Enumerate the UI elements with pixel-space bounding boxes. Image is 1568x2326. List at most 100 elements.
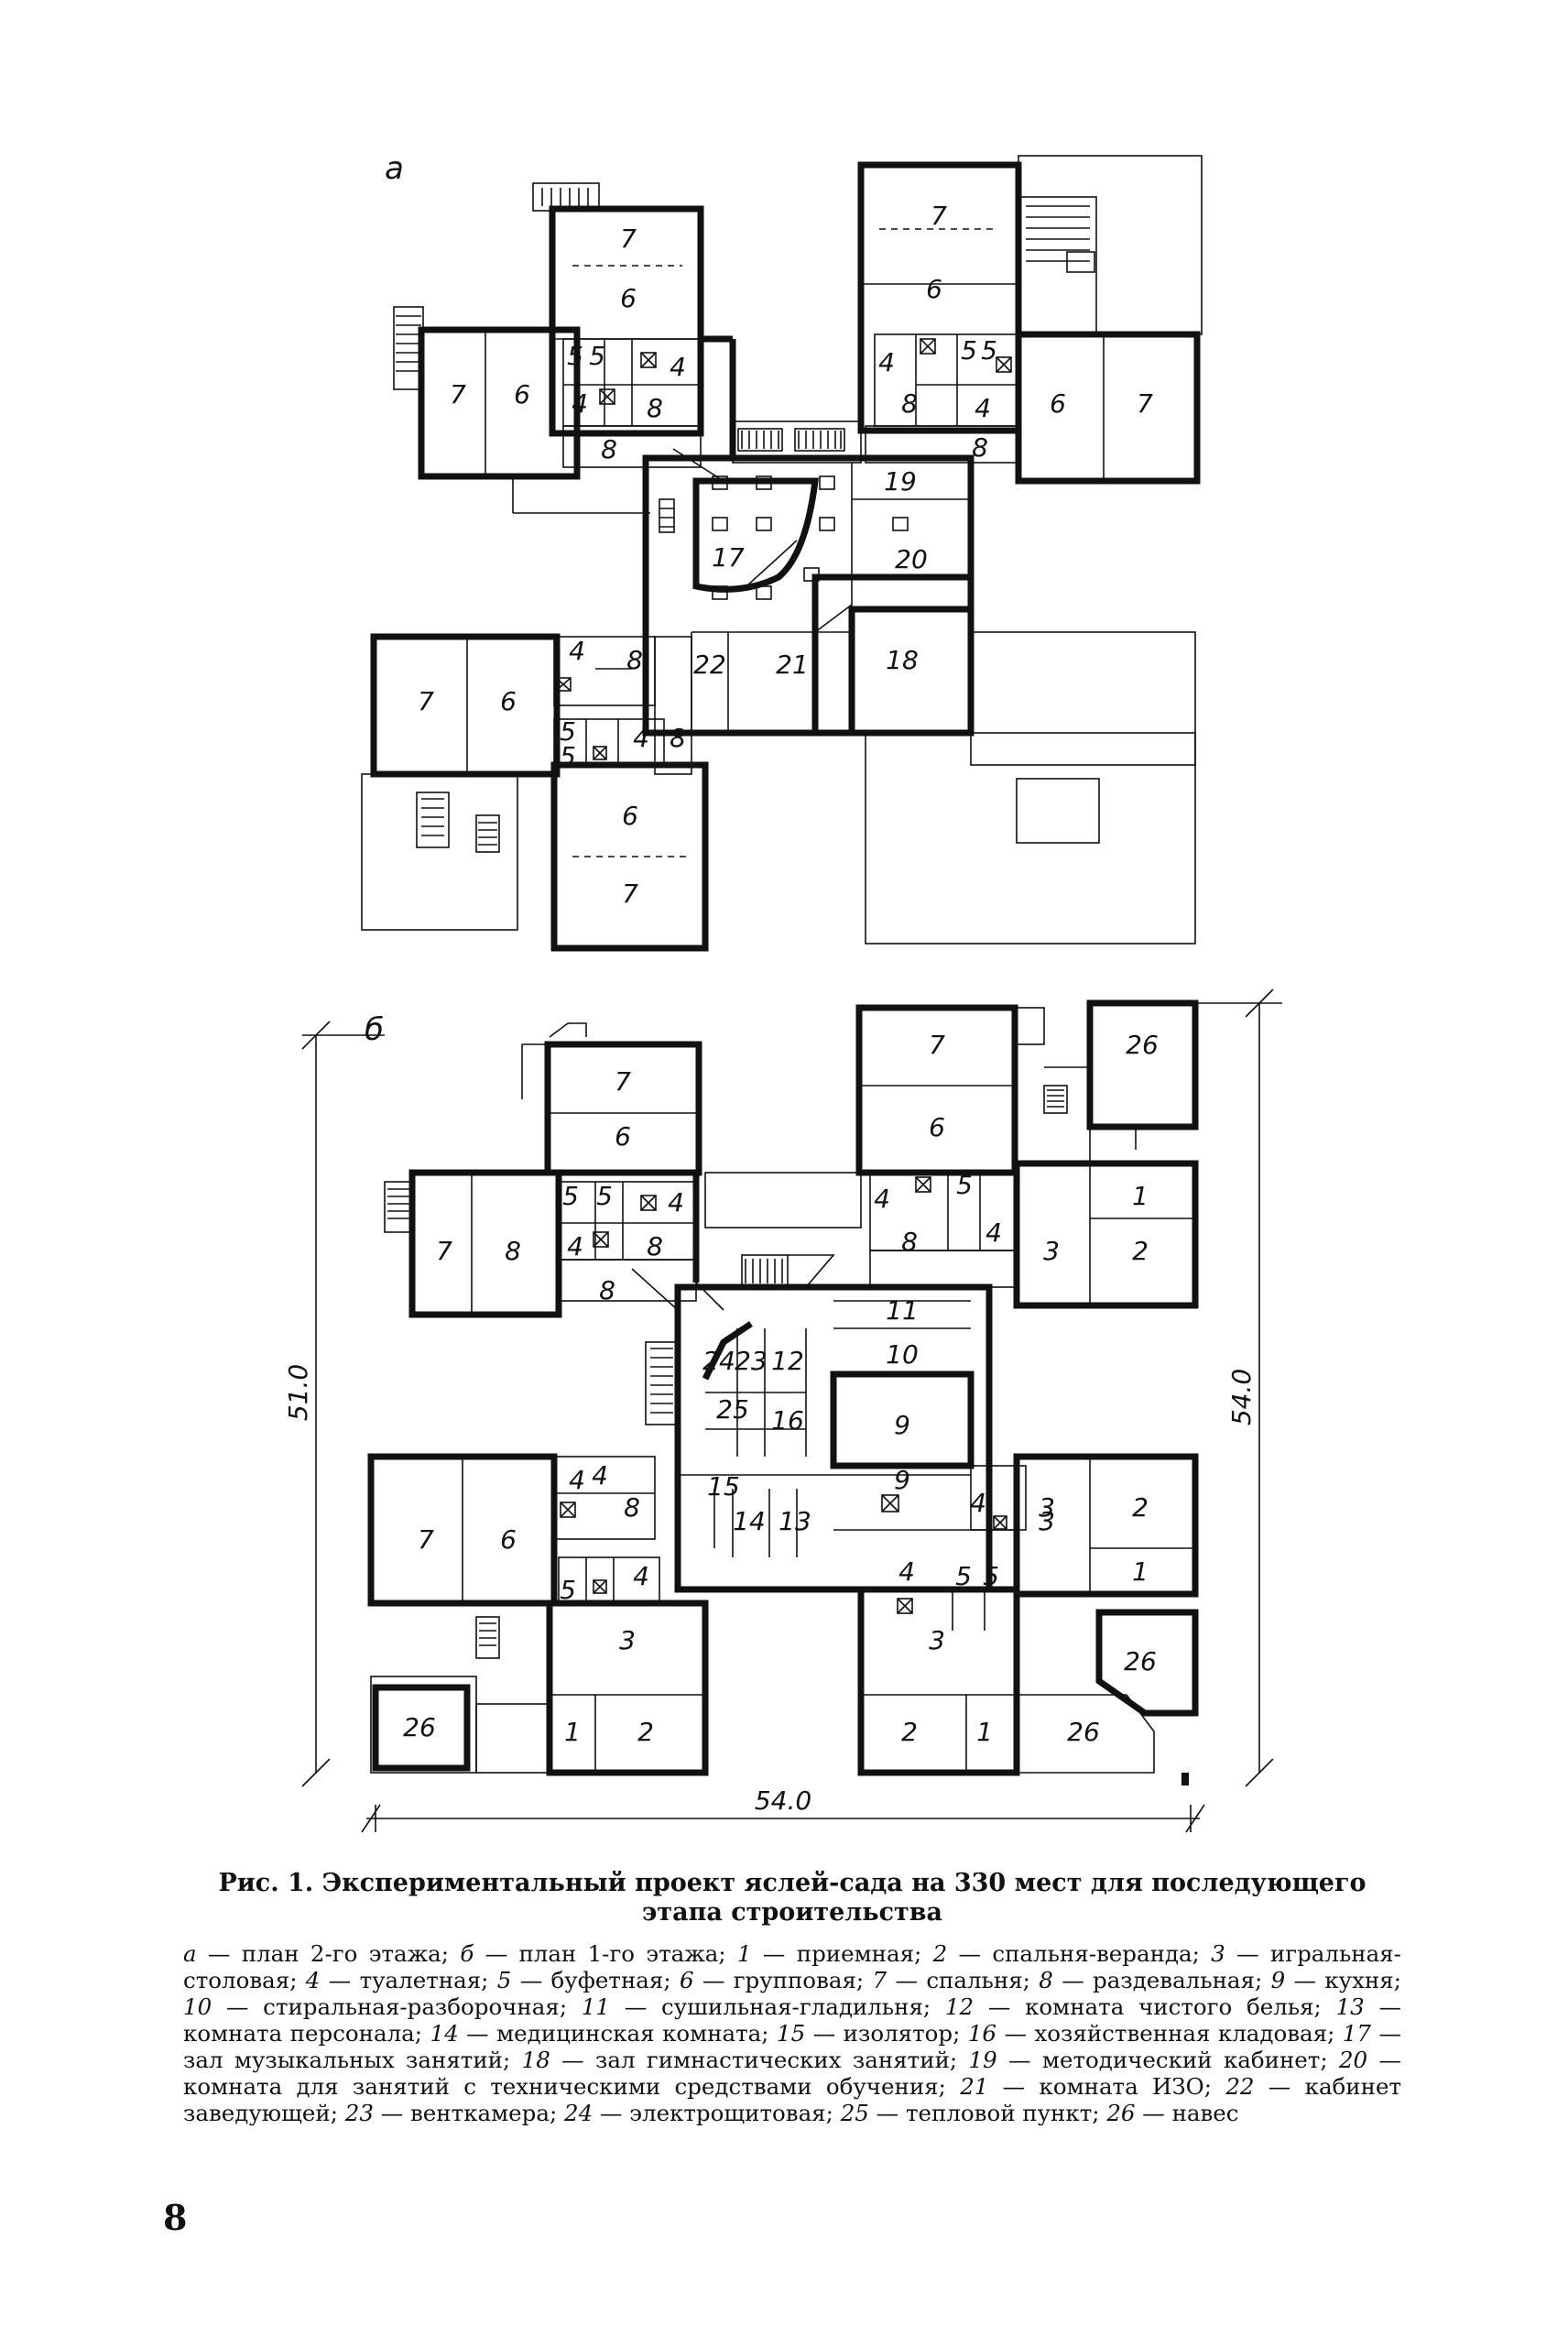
legend-text: приемная; <box>796 1940 922 1967</box>
svg-text:8: 8 <box>901 388 918 419</box>
plan-b-room-labels: 7 6 7 6 26 5 5 4 5 1 7 8 4 8 4 8 4 3 2 8… <box>403 1030 1159 1747</box>
legend-text: спальня; <box>926 1967 1030 1993</box>
svg-text:7: 7 <box>620 224 637 254</box>
svg-text:3: 3 <box>1039 1492 1055 1523</box>
legend-entry: а — план 2-го этажа; <box>183 1940 449 1967</box>
svg-text:4: 4 <box>898 1556 915 1587</box>
legend-key: 25 <box>840 2100 869 2126</box>
svg-text:6: 6 <box>514 379 530 410</box>
legend-entry: 26 — навес <box>1106 2100 1239 2126</box>
legend-key: 4 <box>305 1967 321 1993</box>
svg-text:9: 9 <box>894 1465 910 1495</box>
legend-entry: 18 — зал гимнастических занятий; <box>521 2047 958 2073</box>
svg-text:6: 6 <box>1050 388 1066 419</box>
svg-text:5: 5 <box>983 1561 999 1591</box>
svg-text:8: 8 <box>901 1227 918 1257</box>
svg-text:4: 4 <box>670 352 686 382</box>
legend-entry: 10 — стиральная-разборочная; <box>183 1993 568 2020</box>
svg-text:21: 21 <box>776 650 809 680</box>
svg-text:8: 8 <box>647 1231 663 1261</box>
svg-text:5: 5 <box>560 741 576 771</box>
svg-text:7: 7 <box>418 686 434 716</box>
svg-text:24: 24 <box>702 1346 735 1376</box>
legend-key: 22 <box>1225 2073 1255 2100</box>
svg-text:8: 8 <box>647 393 663 423</box>
figure-legend: а — план 2-го этажа; б — план 1-го этажа… <box>183 1940 1401 2126</box>
legend-key: 19 <box>968 2047 997 2073</box>
legend-key: 10 <box>183 1993 212 2020</box>
legend-key: 2 <box>932 1940 948 1967</box>
svg-text:8: 8 <box>601 434 617 464</box>
legend-key: 5 <box>496 1967 512 1993</box>
legend-text: комната чистого белья; <box>1025 1993 1322 2020</box>
legend-entry: 9 — кухня; <box>1270 1967 1401 1993</box>
legend-key: 11 <box>581 1993 611 2020</box>
legend-text: навес <box>1171 2100 1239 2126</box>
svg-text:5: 5 <box>560 1575 576 1605</box>
legend-entry: 6 — групповая; <box>679 1967 865 1993</box>
legend-entry: 17 — зал музыкальных занятий; <box>183 2020 1401 2073</box>
svg-text:5: 5 <box>955 1561 972 1591</box>
svg-text:4: 4 <box>668 1187 684 1218</box>
svg-text:6: 6 <box>622 801 638 831</box>
svg-text:2: 2 <box>901 1717 918 1747</box>
svg-text:8: 8 <box>670 723 686 753</box>
legend-entry: 12 — комната чистого белья; <box>944 1993 1322 2020</box>
svg-text:7: 7 <box>1137 388 1153 419</box>
dimension-width-label: 54.0 <box>755 1785 811 1816</box>
legend-key: 20 <box>1338 2047 1368 2073</box>
svg-text:4: 4 <box>572 388 588 419</box>
svg-text:4: 4 <box>874 1184 890 1214</box>
svg-text:4: 4 <box>569 1465 585 1495</box>
legend-key: 9 <box>1270 1967 1286 1993</box>
svg-text:5: 5 <box>562 1181 579 1211</box>
legend-entry: 5 — буфетная; <box>496 1967 671 1993</box>
svg-text:4: 4 <box>985 1218 1002 1248</box>
svg-text:6: 6 <box>500 1524 517 1555</box>
legend-key: 6 <box>679 1967 694 1993</box>
svg-text:5: 5 <box>596 1181 613 1211</box>
legend-key: 15 <box>777 2020 806 2047</box>
svg-text:4: 4 <box>633 723 649 753</box>
legend-key: 26 <box>1106 2100 1136 2126</box>
legend-entry: 15 — изолятор; <box>777 2020 961 2047</box>
svg-text:7: 7 <box>929 1030 945 1060</box>
legend-key: б <box>460 1940 474 1967</box>
legend-text: медицинская комната; <box>496 2020 769 2047</box>
svg-text:11: 11 <box>886 1295 919 1326</box>
svg-text:6: 6 <box>929 1112 945 1142</box>
legend-entry: 2 — спальня-веранда; <box>932 1940 1200 1967</box>
dimension-left-label: 51.0 <box>283 1364 313 1421</box>
svg-text:1: 1 <box>1132 1556 1149 1587</box>
legend-text: буфетная; <box>550 1967 671 1993</box>
svg-text:18: 18 <box>886 645 919 675</box>
legend-text: комната ИЗО; <box>1039 2073 1213 2100</box>
svg-text:17: 17 <box>712 542 745 573</box>
svg-text:3: 3 <box>1043 1236 1060 1266</box>
legend-entry: 4 — туалетная; <box>305 1967 489 1993</box>
svg-text:13: 13 <box>779 1506 811 1536</box>
svg-text:3: 3 <box>1039 1506 1055 1536</box>
svg-text:5: 5 <box>560 716 576 747</box>
svg-text:7: 7 <box>418 1524 434 1555</box>
legend-entry: 16 — хозяйственная кладовая; <box>967 2020 1335 2047</box>
legend-entry: 3 — игральная-столовая; <box>183 1940 1401 1993</box>
svg-text:5: 5 <box>981 335 997 366</box>
svg-text:26: 26 <box>403 1712 436 1742</box>
legend-entry: 8 — раздевальная; <box>1039 1967 1263 1993</box>
svg-text:12: 12 <box>771 1346 804 1376</box>
dimension-right-label: 54.0 <box>1226 1369 1257 1425</box>
legend-entry: 22 — кабинет заведующей; <box>183 2073 1402 2126</box>
legend-entry: 13 — комната персонала; <box>183 1993 1401 2047</box>
legend-text: хозяйственная кладовая; <box>1034 2020 1335 2047</box>
legend-entry: 1 — приемная; <box>736 1940 922 1967</box>
svg-text:19: 19 <box>884 466 917 497</box>
legend-text: план 2-го этажа; <box>241 1940 449 1967</box>
svg-text:2: 2 <box>637 1717 654 1747</box>
legend-text: групповая; <box>733 1967 865 1993</box>
plan-a-second-floor: а <box>361 150 1203 952</box>
legend-key: 17 <box>1342 2020 1372 2047</box>
svg-text:8: 8 <box>599 1275 615 1305</box>
legend-key: 13 <box>1335 1993 1365 2020</box>
